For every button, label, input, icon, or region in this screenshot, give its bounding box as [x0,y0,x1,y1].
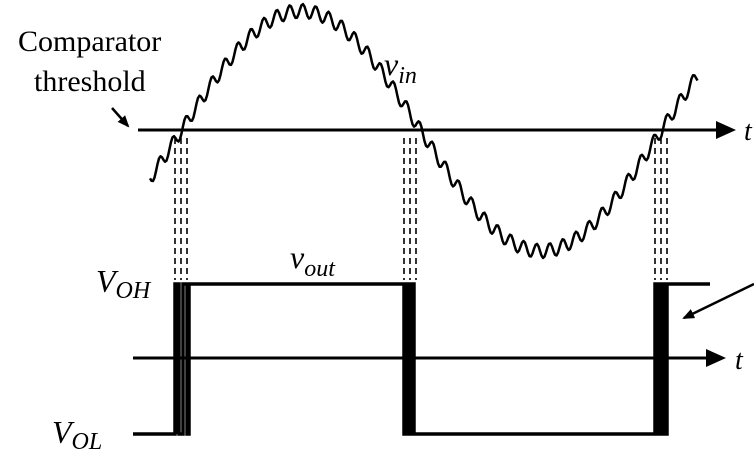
time-axis-label-top: t [744,116,753,147]
chatter-pointer-arrow [682,282,754,320]
vin-label-sub: in [398,63,417,89]
time-axis-bottom-arrowhead [706,349,726,367]
vol-label-main: V [52,414,75,450]
vout-label: vout [290,239,336,282]
vol-label: VOL [52,414,102,453]
noisy-input-signal [148,2,699,260]
vin-label: vin [384,46,417,89]
voh-label: VOH [96,263,152,304]
vin-label-main: v [384,46,399,82]
threshold-label-line1: Comparator [18,25,161,58]
threshold-pointer-arrow [111,107,130,128]
threshold-axis-arrowhead [716,121,736,139]
vout-label-main: v [290,239,305,275]
crossing-guides [174,138,668,280]
threshold-label-line2: threshold [34,65,146,98]
vout-label-sub: out [304,256,336,282]
voh-label-sub: OH [116,278,152,304]
voh-label-main: V [96,263,119,299]
time-axis-label-bottom: t [735,345,744,376]
vol-label-sub: OL [72,429,103,453]
